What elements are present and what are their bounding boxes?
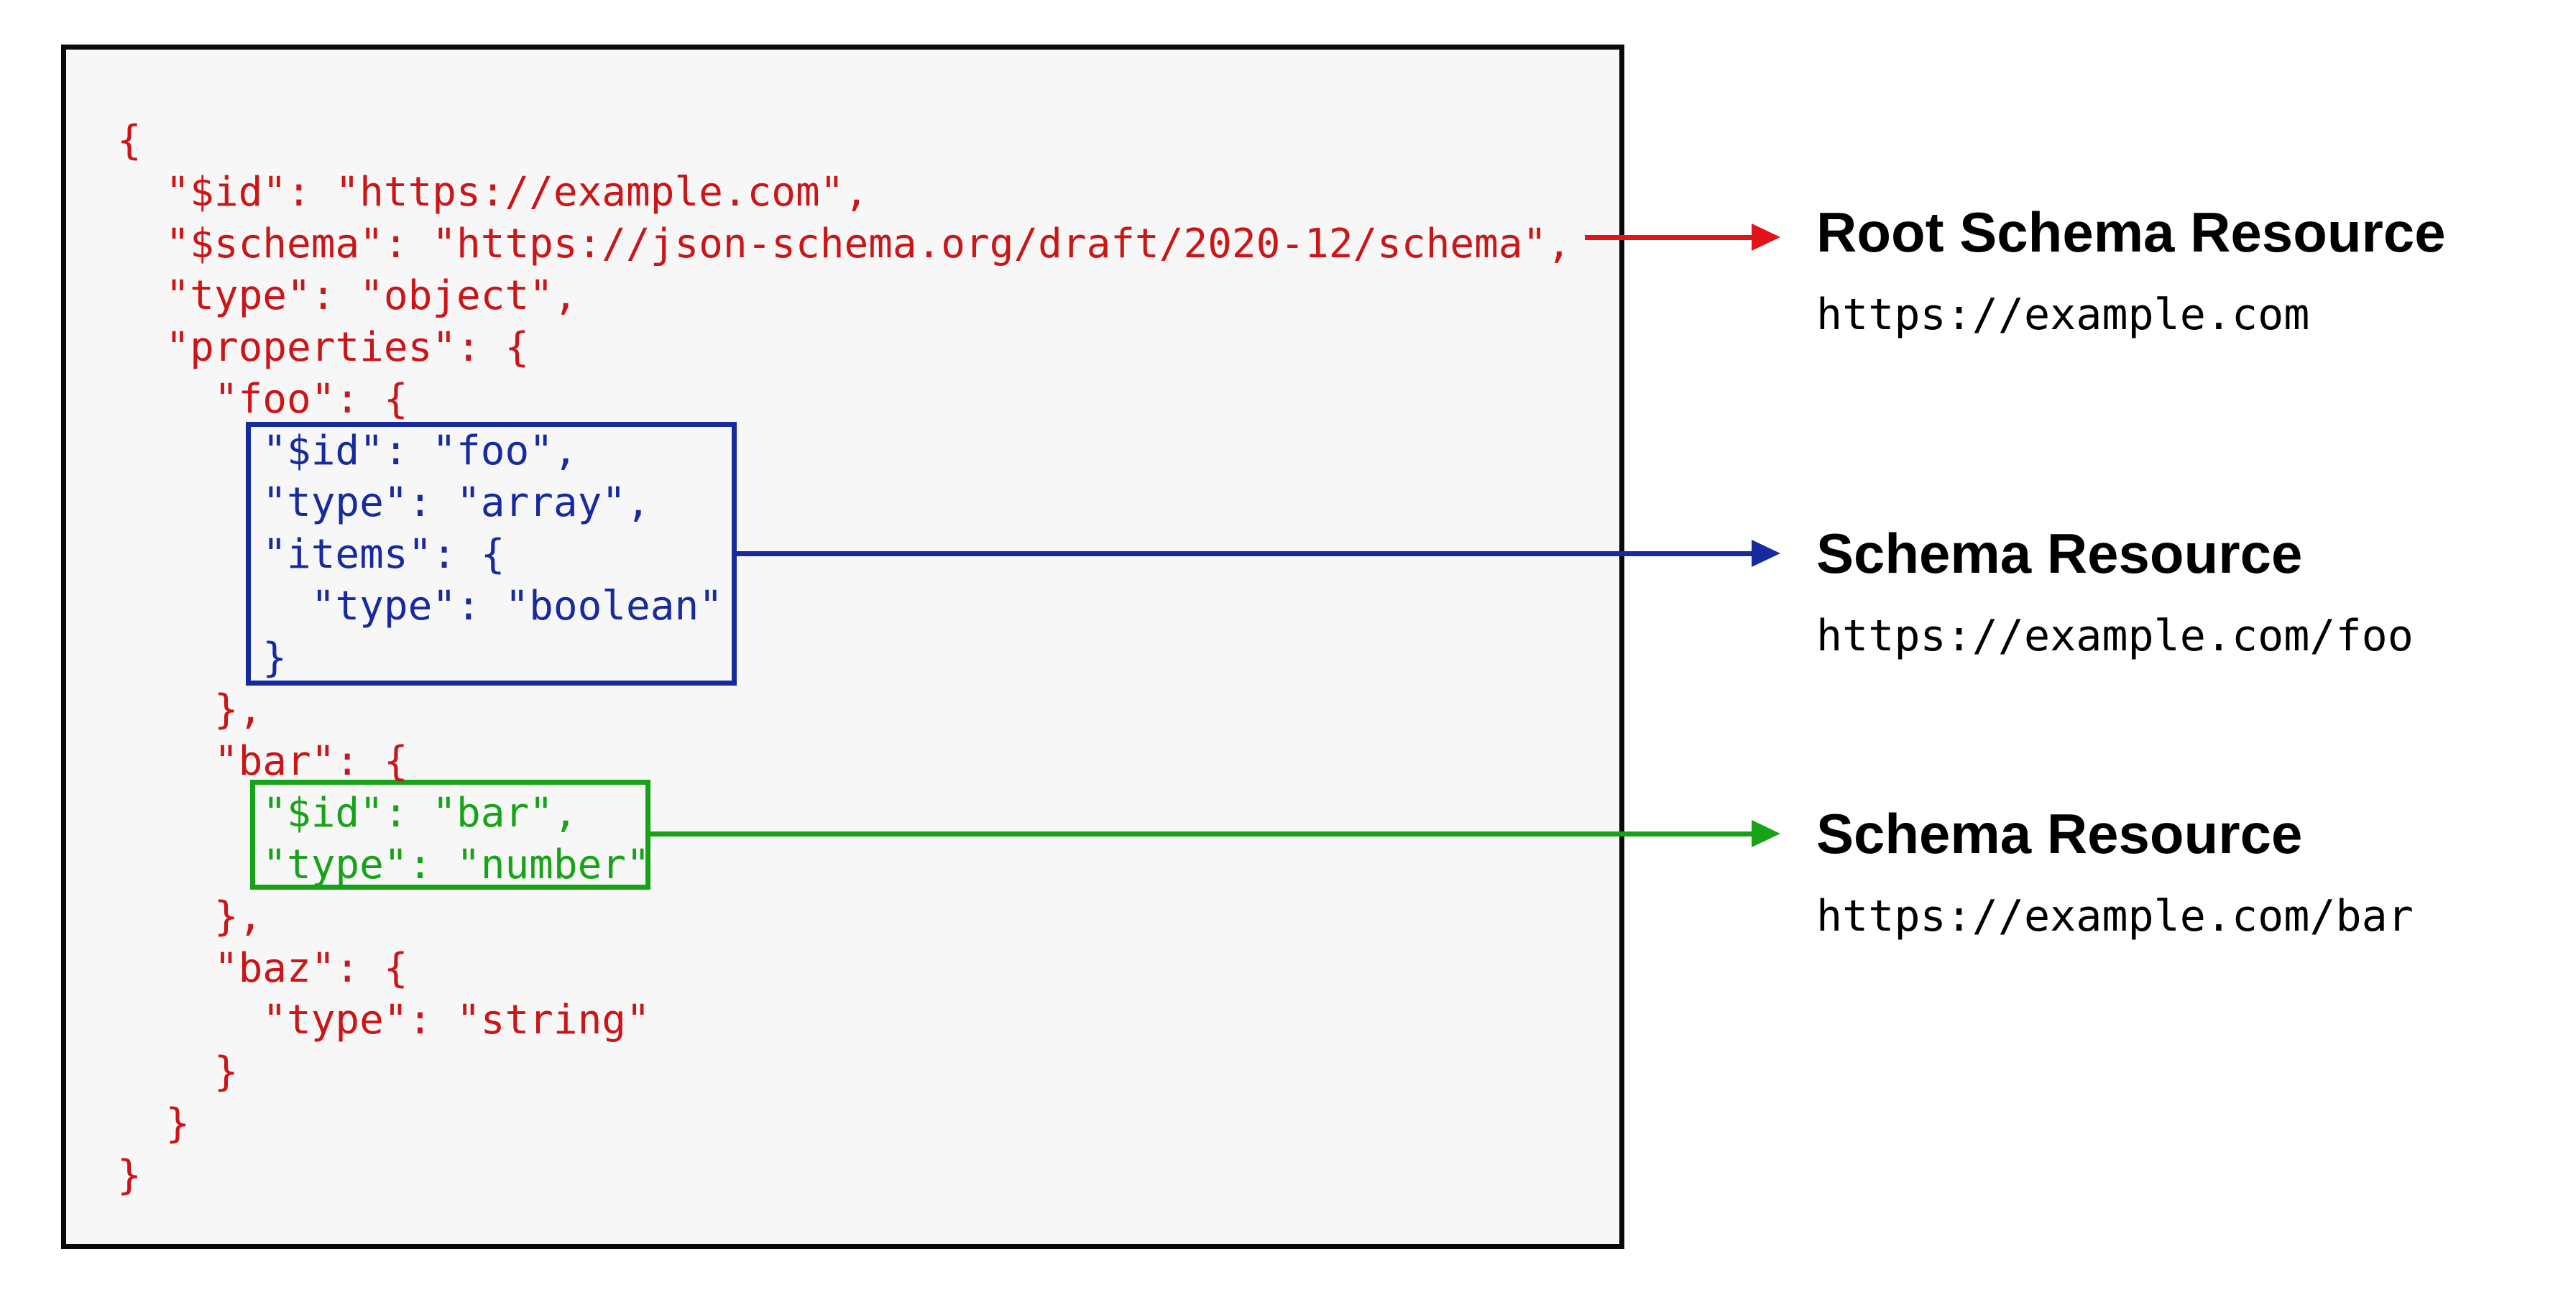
bar-schema-resource-url: https://example.com/bar [1816,891,2414,941]
arrow-right-icon [1752,820,1780,847]
arrow-right-icon [1752,223,1780,251]
code-root-segment-1: { "$id": "https://example.com", "$schema… [117,117,1571,423]
root-schema-resource-title: Root Schema Resource [1816,201,2446,264]
schema-code-panel [61,45,1624,1249]
bar-schema-arrow-shaft [648,831,1752,837]
code-bar-schema-segment: "$id": "bar", "type": "number" [262,790,650,888]
foo-schema-resource-url: https://example.com/foo [1816,611,2414,661]
bar-schema-resource-title: Schema Resource [1816,802,2303,865]
code-foo-schema-segment: "$id": "foo", "type": "array", "items": … [262,428,723,681]
root-schema-resource-url: https://example.com [1816,290,2310,340]
json-schema-code: { "$id": "https://example.com", "$schema… [117,115,1571,1202]
foo-schema-arrow-shaft [733,551,1752,556]
foo-schema-resource-label: Schema Resource https://example.com/foo [1816,520,2414,667]
arrow-right-icon [1752,540,1780,567]
bar-schema-resource-label: Schema Resource https://example.com/bar [1816,801,2414,947]
root-schema-arrow-shaft [1585,235,1752,240]
code-root-segment-2: }, "bar": { [213,686,408,785]
code-root-segment-3: }, "baz": { "type": "string" } } } [117,893,650,1199]
foo-schema-resource-title: Schema Resource [1816,522,2303,585]
bar-schema-resource-box [250,780,650,890]
root-schema-resource-label: Root Schema Resource https://example.com [1816,199,2446,346]
